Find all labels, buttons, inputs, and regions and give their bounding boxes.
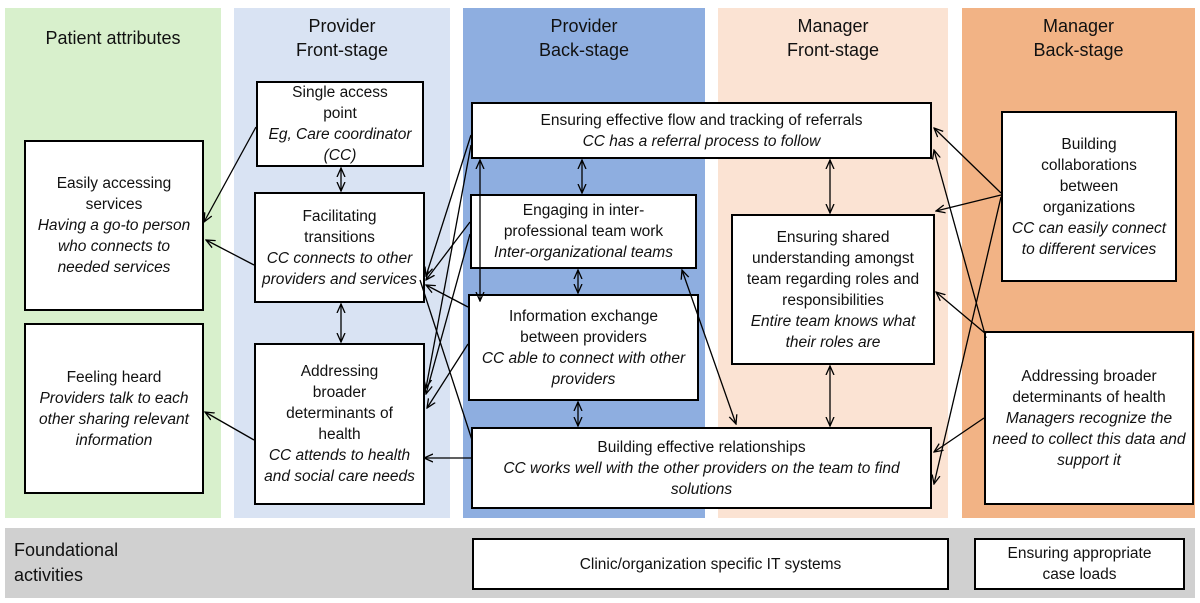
box-information-exchange: Information exchange between providers C… [468, 294, 699, 401]
box-manager-addressing-determinants: Addressing broader determinants of healt… [984, 331, 1194, 505]
arrow-exchange-to-determinants [427, 343, 469, 408]
lane-title: Patient attributes [45, 28, 181, 48]
arrow-determinants-to-heard [205, 412, 255, 441]
arrow-teamwork-to-determinants [426, 233, 471, 394]
arrow-transitions-to-access [206, 240, 255, 266]
box-building-relationships: Building effective relationships CC work… [471, 427, 932, 509]
foundational-activities-title: Foundational activities [14, 540, 119, 585]
lane-title-line2: Front-stage [786, 40, 880, 60]
box-case-loads: Ensuring appropriate case loads [974, 538, 1185, 590]
lane-title-line2: Back-stage [1033, 40, 1124, 60]
lane-title-line1: Manager [797, 16, 869, 36]
box-single-access-point: Single access point Eg, Care coordinator… [256, 81, 424, 167]
arrow-referrals-to-transitions [426, 134, 472, 276]
box-feeling-heard: Feeling heard Providers talk to each oth… [24, 323, 204, 494]
arrow-collab-to-shared [936, 194, 1002, 211]
arrow-exchange-to-transitions [426, 285, 469, 308]
box-ensuring-referrals: Ensuring effective flow and tracking of … [471, 102, 932, 159]
box-facilitating-transitions: Facilitating transitions CC connects to … [254, 192, 425, 303]
arrow-transitions-to-relationships [419, 279, 473, 441]
box-building-collaborations: Building collaborations between organiza… [1001, 111, 1177, 282]
lane-title-line1: Provider [550, 16, 618, 36]
box-it-systems: Clinic/organization specific IT systems [472, 538, 949, 590]
lane-title-line1: Manager [1042, 16, 1115, 36]
lane-title-line1: Provider [308, 16, 376, 36]
arrow-mdet-to-referrals [934, 150, 987, 339]
arrow-teamwork-to-transitions [426, 221, 471, 280]
box-provider-addressing-determinants: Addressing broader determinants of healt… [254, 343, 425, 505]
lane-title-line2: Back-stage [538, 40, 630, 60]
arrow-single-to-access [204, 126, 257, 222]
arrow-mdet-to-relationships [934, 417, 985, 452]
box-interprofessional-team-work: Engaging in inter-professional team work… [470, 194, 697, 269]
arrow-teamwork-shared [682, 270, 736, 424]
lane-title-line2: Front-stage [295, 40, 389, 60]
box-easily-accessing-services: Easily accessing services Having a go-to… [24, 140, 204, 311]
arrow-collab-to-relationships [934, 196, 1002, 484]
arrow-mdet-to-shared [936, 292, 987, 335]
arrow-collab-to-referrals [934, 128, 1002, 194]
arrow-referrals-to-determinants [426, 144, 472, 388]
